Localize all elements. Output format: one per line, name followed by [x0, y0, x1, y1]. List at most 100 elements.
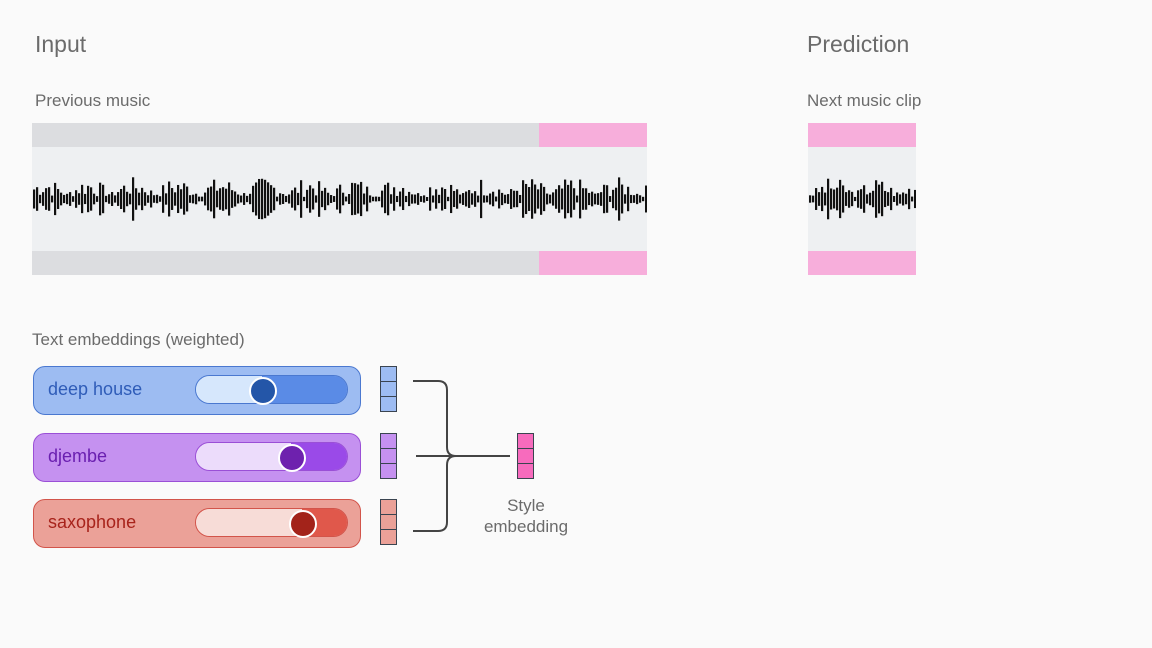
waveform-bar: [896, 192, 899, 206]
waveform-bar: [33, 189, 36, 209]
waveform-bar: [57, 189, 60, 209]
waveform-bar: [291, 190, 294, 208]
waveform-bar: [153, 195, 156, 203]
waveform-bar: [231, 190, 234, 208]
waveform-bar: [54, 182, 57, 216]
waveform-bar: [198, 196, 201, 202]
waveform-bar: [222, 187, 225, 211]
waveform-bar: [114, 195, 117, 203]
waveform-bar: [168, 181, 171, 217]
waveform-bar: [357, 184, 360, 214]
waveform-bar: [857, 190, 860, 208]
waveform-bar: [582, 188, 585, 210]
waveform-bar: [492, 191, 495, 207]
waveform-bar: [150, 190, 153, 208]
waveform-bar: [138, 192, 141, 206]
waveform-bar: [552, 192, 555, 206]
slider-knob[interactable]: [289, 509, 318, 538]
waveform-bar: [881, 181, 884, 217]
waveform-bar: [447, 196, 450, 202]
waveform-bar: [564, 179, 567, 219]
waveform-bar: [321, 190, 324, 208]
waveform-bar: [81, 184, 84, 214]
waveform-bar: [824, 192, 827, 206]
waveform-bar: [420, 196, 423, 202]
waveform-bar: [210, 186, 213, 212]
waveform-bar: [594, 193, 597, 205]
waveform-bar: [438, 194, 441, 204]
prompt-label: saxophone: [48, 512, 137, 532]
waveform-bar: [633, 195, 636, 203]
waveform-bar: [570, 180, 573, 218]
waveform-bar: [282, 194, 285, 204]
weight-slider[interactable]: [195, 442, 348, 471]
waveform-bar: [914, 189, 917, 209]
waveform-bar: [860, 189, 863, 209]
waveform-bar: [872, 190, 875, 208]
text-embeddings-label: Text embeddings (weighted): [32, 330, 245, 349]
slider-knob[interactable]: [278, 443, 307, 472]
waveform-bar: [809, 195, 812, 203]
waveform-bar: [423, 195, 426, 203]
waveform-bar: [105, 195, 108, 203]
waveform-bar: [225, 188, 228, 210]
waveform-bar: [312, 188, 315, 210]
waveform-bar: [603, 184, 606, 214]
waveform-bar: [890, 187, 893, 211]
style-embedding-label: Style embedding: [466, 495, 586, 537]
waveform-bar: [192, 194, 195, 204]
waveform-bar: [111, 192, 114, 206]
waveform-bar: [96, 196, 99, 202]
waveform-bar: [258, 178, 261, 220]
waveform-bar: [135, 188, 138, 210]
waveform-bar: [384, 184, 387, 214]
waveform-bar: [195, 193, 198, 205]
waveform-bar: [36, 187, 39, 211]
waveform-bar: [171, 188, 174, 210]
waveform-bar: [375, 196, 378, 202]
slider-knob[interactable]: [249, 376, 278, 405]
waveform-bar: [186, 186, 189, 212]
waveform-bar: [893, 196, 896, 202]
text-embedding-vector: [380, 499, 397, 545]
waveform-bar: [585, 188, 588, 210]
waveform-bar: [555, 189, 558, 209]
input-title: Input: [35, 31, 87, 57]
waveform-bar: [818, 192, 821, 206]
waveform-bar: [159, 196, 162, 202]
waveform-bar: [339, 184, 342, 214]
waveform-bar: [878, 184, 881, 214]
waveform-bar: [866, 194, 869, 204]
waveform-bar: [558, 185, 561, 213]
waveform-bar: [381, 190, 384, 208]
waveform-bar: [414, 194, 417, 204]
waveform-bar: [261, 178, 264, 220]
waveform-bar: [63, 194, 66, 204]
waveform-bar: [468, 190, 471, 208]
waveform-bar: [90, 187, 93, 211]
waveform-bar: [237, 194, 240, 204]
waveform-bar: [609, 196, 612, 202]
waveform-bar: [327, 192, 330, 206]
waveform-bar: [848, 190, 851, 208]
prompt-label: deep house: [48, 379, 143, 399]
waveform-bar: [573, 188, 576, 210]
waveform-bar: [851, 191, 854, 207]
waveform-bar: [294, 187, 297, 211]
waveform-bar: [534, 184, 537, 214]
style-embedding-label-line2: embedding: [483, 517, 569, 536]
waveform-bar: [456, 189, 459, 209]
waveform-bar: [51, 195, 54, 203]
waveform-bar: [612, 189, 615, 209]
waveform-bar: [417, 193, 420, 205]
prompt-card: saxophone: [33, 499, 361, 548]
waveform-bar: [84, 193, 87, 205]
waveform-bar: [345, 196, 348, 202]
waveform-bar: [162, 185, 165, 213]
waveform-bar: [366, 186, 369, 212]
waveform-bar: [836, 187, 839, 211]
waveform-bar: [219, 188, 222, 210]
weight-slider[interactable]: [195, 508, 348, 537]
waveform-bar: [141, 187, 144, 211]
waveform-bar: [429, 187, 432, 211]
